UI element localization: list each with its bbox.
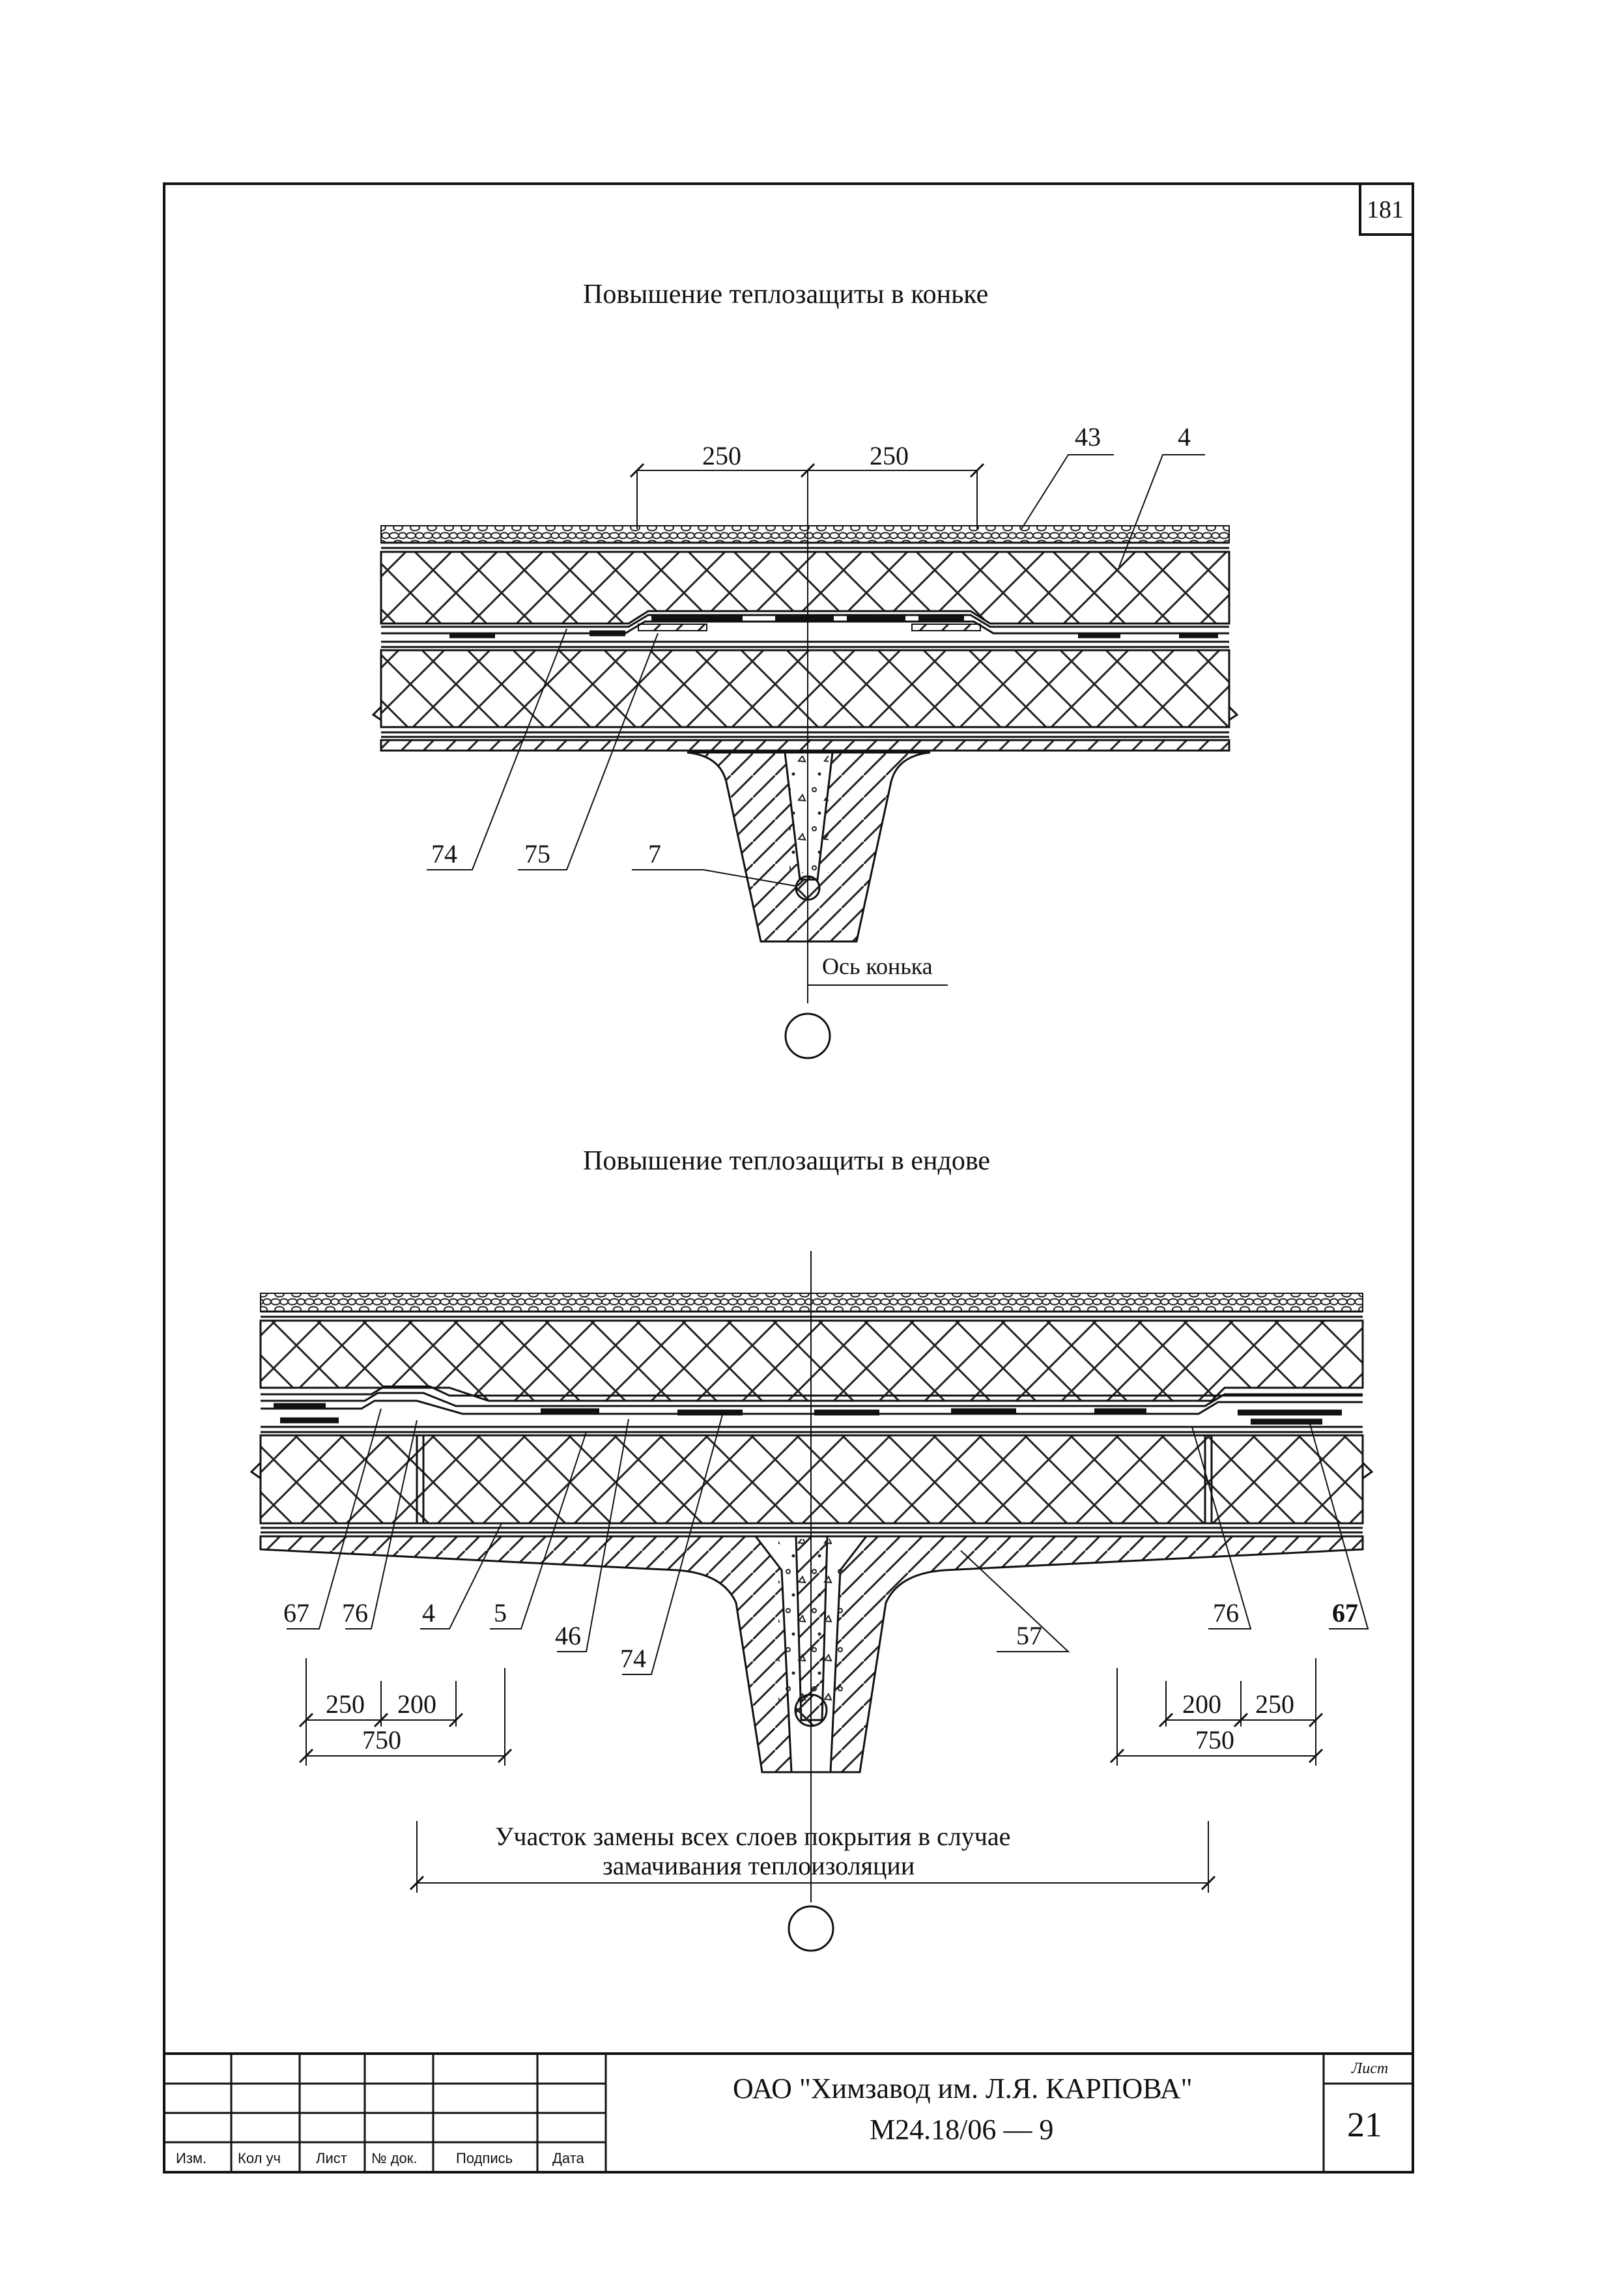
ridge-dim-left: 250 (702, 441, 741, 470)
valley-section (249, 1251, 1374, 1952)
ridge-lower-insulation (380, 649, 1230, 728)
valley-dim-right-200: 200 (1182, 1689, 1221, 1719)
valley-callout-4: 4 (422, 1598, 435, 1628)
valley-callout-46: 46 (555, 1621, 581, 1650)
ridge-callout-7: 7 (648, 839, 661, 868)
stamp-header-sign: Подпись (456, 2150, 513, 2166)
valley-callout-5: 5 (494, 1598, 507, 1628)
ridge-callout-43: 43 (1075, 422, 1101, 452)
sheet-number-box (1359, 182, 1414, 236)
valley-callout-57: 57 (1016, 1621, 1042, 1650)
ridge-section (371, 454, 1239, 1059)
title-block (163, 2052, 1414, 2174)
stamp-header-list: Лист (316, 2150, 347, 2166)
ridge-gravel-layer (380, 525, 1230, 543)
valley-callout-76-right: 76 (1213, 1598, 1239, 1628)
valley-note-line2: замачивания теплоизоляции (603, 1851, 915, 1880)
valley-dim-left-200: 200 (397, 1689, 436, 1719)
ridge-callout-74: 74 (431, 839, 457, 868)
ridge-callout-75: 75 (524, 839, 550, 868)
stamp-sheet-label: Лист (1352, 2060, 1389, 2077)
ridge-dim-right: 250 (870, 441, 909, 470)
ridge-axis-marker (784, 1012, 831, 1059)
valley-axis-marker (788, 1905, 834, 1952)
valley-callout-67-right: 67 (1332, 1598, 1358, 1628)
valley-dim-left-750: 750 (362, 1725, 401, 1755)
stamp-header-date: Дата (552, 2150, 584, 2166)
ridge-title: Повышение теплозащиты в коньке (583, 280, 989, 309)
valley-callout-67-left: 67 (283, 1598, 309, 1628)
valley-title: Повышение теплозащиты в ендове (583, 1146, 991, 1176)
stamp-org: ОАО "Химзавод им. Л.Я. КАРПОВА" (733, 2073, 1193, 2104)
stamp-header-doc: № док. (371, 2150, 418, 2166)
sheet-number: 181 (1367, 196, 1404, 223)
stamp-sheet-value: 21 (1347, 2105, 1382, 2144)
valley-callout-74: 74 (620, 1644, 646, 1673)
stamp-header-kol: Кол уч (238, 2150, 281, 2166)
valley-callout-76-left: 76 (342, 1598, 368, 1628)
ridge-upper-insulation (380, 551, 1230, 625)
valley-dim-left-250: 250 (326, 1689, 365, 1719)
valley-dim-right-250: 250 (1255, 1689, 1294, 1719)
stamp-header-izm: Изм. (176, 2150, 207, 2166)
valley-note-line1: Участок замены всех слоев покрытия в слу… (495, 1822, 1011, 1851)
stamp-doc: М24.18/06 — 9 (870, 2114, 1054, 2145)
valley-dim-right-750: 750 (1195, 1725, 1234, 1755)
ridge-callout-4: 4 (1178, 422, 1191, 452)
ridge-axis-label: Ось конька (822, 953, 933, 979)
